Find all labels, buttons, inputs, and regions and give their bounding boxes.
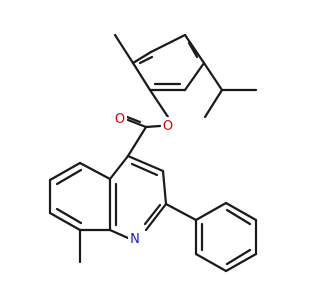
bond [138,55,154,65]
ring-nitrogen: N [128,230,143,247]
bond [224,201,258,222]
bond [164,202,198,222]
bond [126,154,165,173]
molecule-diagram: O O N [48,33,258,273]
bond [48,211,82,232]
bond [203,88,224,119]
carbonyl-oxygen: O [113,110,127,127]
atom-labels: O O N [113,110,175,247]
bond [131,50,153,65]
bond [126,118,148,129]
bond [225,248,252,266]
ester-oxygen-label: O [163,119,173,134]
bond [144,202,168,232]
bonds [48,33,258,273]
bond [148,88,170,119]
bond [108,154,130,181]
bond [55,207,83,225]
bond [224,252,258,273]
bond [183,61,206,92]
bond [144,124,162,129]
ring-nitrogen-label: N [130,232,140,247]
bond [143,203,162,226]
bond [225,208,252,226]
ester-oxygen: O [161,117,175,134]
bond [149,33,187,54]
structure-canvas: O O N [48,33,258,273]
bond [130,162,159,177]
bond [161,169,168,206]
bond [131,61,152,92]
bond [202,61,224,92]
bond [194,252,228,273]
bond [48,161,82,182]
bond [194,201,228,222]
bond [55,168,83,186]
bond [187,41,199,59]
bond [108,228,130,240]
bond [78,161,112,181]
bond [183,33,206,65]
carbonyl-oxygen-label: O [115,112,125,127]
bond [126,125,148,158]
bond [113,33,135,65]
